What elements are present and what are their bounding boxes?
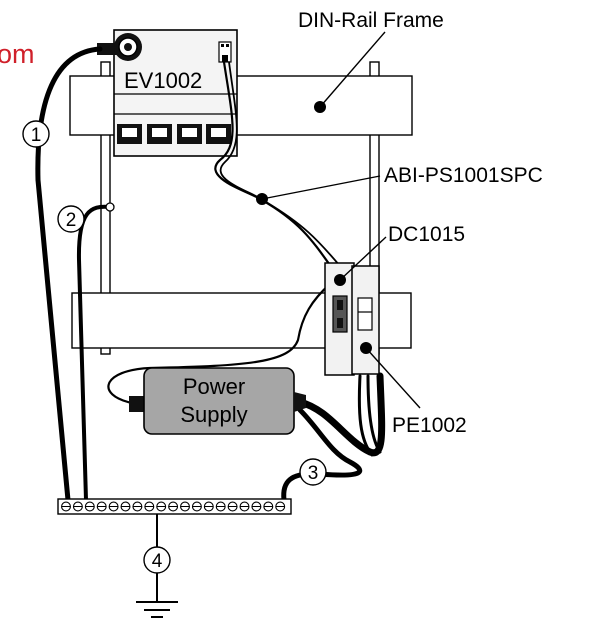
dc1015-module <box>324 262 355 376</box>
power-supply-ground-wire <box>281 407 363 503</box>
ethernet-ports <box>117 124 231 144</box>
leader-abi-ps1001spc <box>256 175 381 205</box>
leader-pe1002 <box>360 342 421 409</box>
svg-text:3: 3 <box>308 463 319 484</box>
power-supply-label-line1: Power <box>183 374 245 399</box>
power-supply-label-line2: Supply <box>180 402 247 427</box>
svg-text:1: 1 <box>31 125 42 146</box>
din-rail-frame-label: DIN-Rail Frame <box>298 9 444 32</box>
ev1002-device: EV1002 <box>113 29 238 157</box>
dc1015-label: DC1015 <box>388 223 465 246</box>
callout-3: 3 <box>299 458 327 486</box>
abi-ps1001spc-cable-b <box>219 61 341 267</box>
callout-2: 2 <box>57 205 85 233</box>
terminal-block <box>57 498 292 515</box>
leader-dc1015 <box>334 236 387 286</box>
pe1002-label: PE1002 <box>392 414 467 437</box>
partial-brand-text: om <box>0 39 35 69</box>
dc1015-to-power-supply-wire <box>107 282 332 405</box>
pe1002-module <box>351 265 380 375</box>
pe1002-wire-a <box>357 374 374 457</box>
svg-text:4: 4 <box>152 551 163 572</box>
abi-ps1001spc-cable-a <box>214 60 334 270</box>
svg-text:2: 2 <box>66 210 77 231</box>
frame-ground-wire <box>76 204 112 502</box>
leader-din-rail-frame <box>314 31 386 113</box>
callout-1: 1 <box>22 120 50 148</box>
ev1002-label: EV1002 <box>124 68 202 93</box>
callout-4: 4 <box>143 546 171 574</box>
abi-ps1001spc-label: ABI-PS1001SPC <box>384 164 543 187</box>
coax-connector-icon <box>97 33 142 61</box>
power-supply: Power Supply <box>129 367 306 435</box>
pe1002-wire-b <box>366 374 382 454</box>
